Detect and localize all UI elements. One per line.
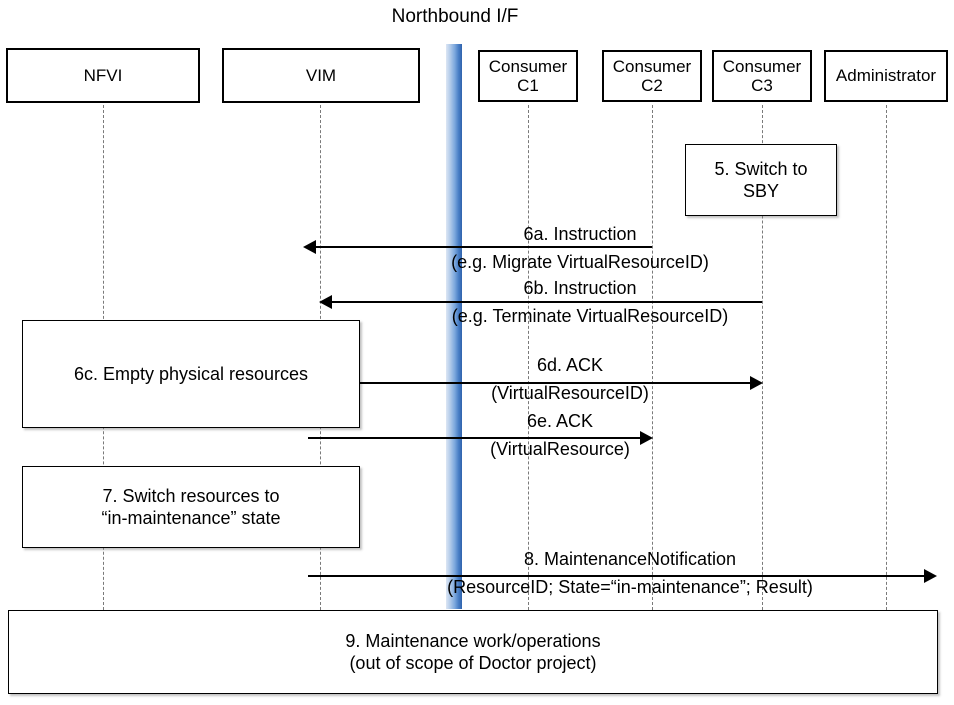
message-6d-line1: 6d. ACK: [536, 355, 604, 375]
message-6e-arrow-head: [640, 431, 653, 445]
actor-box-vim: VIM: [222, 48, 420, 103]
message-8-line1: 8. MaintenanceNotification: [523, 549, 737, 569]
actor-label-consumer-c3: Consumer C3: [722, 56, 802, 95]
message-6a-line2: (e.g. Migrate VirtualResourceID): [451, 252, 709, 272]
message-8-arrow-line: [308, 575, 924, 577]
lifeline-consumer-c3: [762, 105, 763, 610]
note-maintenance-work-operations-text: 9. Maintenance work/operations (out of s…: [345, 630, 601, 674]
message-6b-line1: 6b. Instruction: [523, 278, 637, 298]
northbound-interface-band: [446, 44, 462, 609]
message-6a-line1: 6a. Instruction: [523, 224, 637, 244]
message-6b-arrow-line: [332, 301, 762, 303]
message-6e-line1: 6e. ACK: [526, 411, 594, 431]
message-6b-arrow-head: [319, 295, 332, 309]
message-6b-line2: (e.g. Terminate VirtualResourceID): [451, 306, 729, 326]
actor-box-consumer-c3: Consumer C3: [712, 50, 812, 102]
message-6e-line2: (VirtualResource): [490, 439, 630, 459]
message-8-line2: (ResourceID; State=“in-maintenance”; Res…: [447, 577, 813, 597]
actor-label-consumer-c2: Consumer C2: [612, 56, 692, 95]
note-switch-to-sby: 5. Switch to SBY: [685, 144, 837, 216]
note-empty-physical-resources-text: 6c. Empty physical resources: [73, 363, 309, 384]
northbound-interface-title: Northbound I/F: [391, 6, 519, 27]
actor-label-administrator: Administrator: [835, 66, 937, 86]
actor-box-consumer-c2: Consumer C2: [602, 50, 702, 102]
message-6d-arrow-head: [750, 376, 763, 390]
actor-label-vim: VIM: [305, 65, 337, 85]
message-6e-arrow-line: [308, 437, 640, 439]
lifeline-consumer-c2: [652, 105, 653, 610]
note-switch-to-sby-text: 5. Switch to SBY: [714, 158, 808, 202]
note-switch-resources-in-maintenance-text: 7. Switch resources to “in-maintenance” …: [101, 485, 281, 529]
message-6a-arrow-line: [316, 246, 652, 248]
message-6d-arrow-line: [360, 382, 750, 384]
actor-box-nfvi: NFVI: [6, 48, 200, 103]
actor-label-consumer-c1: Consumer C1: [488, 56, 568, 95]
actor-box-consumer-c1: Consumer C1: [478, 50, 578, 102]
note-maintenance-work-operations: 9. Maintenance work/operations (out of s…: [8, 610, 938, 694]
actor-box-administrator: Administrator: [824, 50, 948, 102]
note-empty-physical-resources: 6c. Empty physical resources: [22, 320, 360, 428]
actor-label-nfvi: NFVI: [83, 65, 123, 85]
message-6d-line2: (VirtualResourceID): [491, 383, 649, 403]
message-8-arrow-head: [924, 569, 937, 583]
message-6a-arrow-head: [303, 240, 316, 254]
lifeline-administrator: [886, 105, 887, 610]
note-switch-resources-in-maintenance: 7. Switch resources to “in-maintenance” …: [22, 466, 360, 548]
lifeline-consumer-c1: [528, 105, 529, 610]
